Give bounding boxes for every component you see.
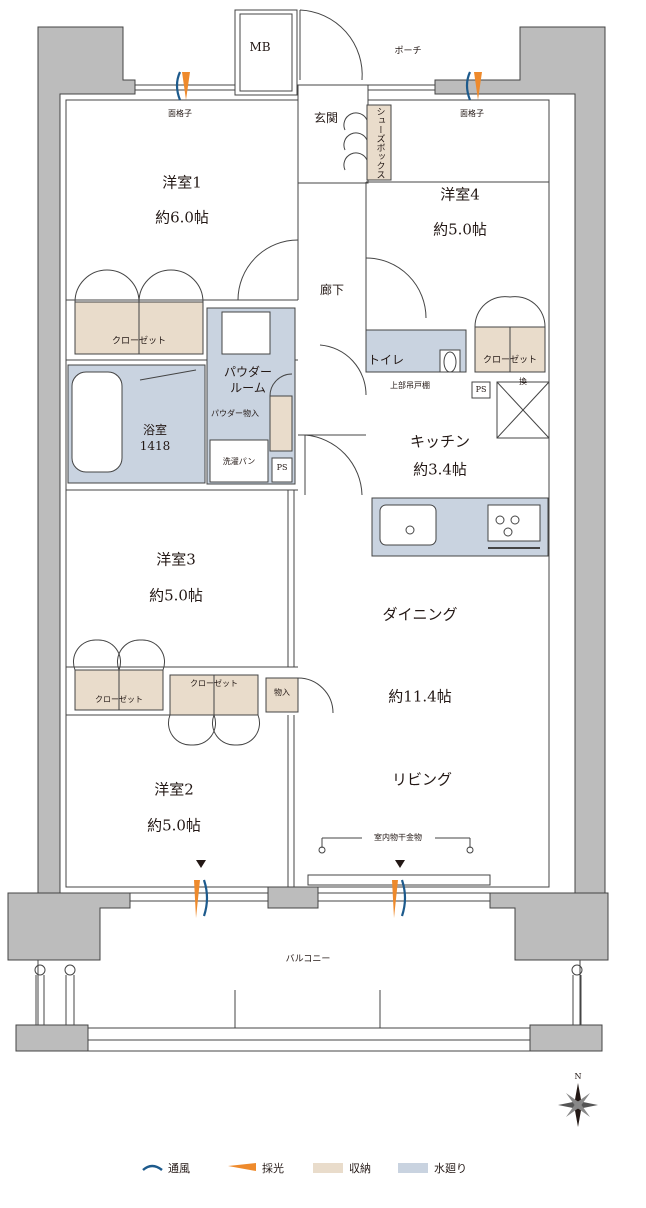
shoebox [366,104,392,181]
ps-box-1 [471,381,491,399]
ldk-storage-door [297,677,334,714]
mb-label: MB [249,40,271,54]
legend-storage-swatch [313,1163,343,1173]
powder-storage [269,395,293,452]
room3-closet-label: クローゼット [95,695,143,704]
toilet-label: トイレ [367,353,405,367]
hallway-label: 廊下 [319,283,345,297]
legend-water-swatch [398,1163,428,1173]
room2-size: 約5.0帖 [147,816,201,835]
bath-name: 浴室 [142,423,168,437]
kitchen-sink [379,504,437,546]
room4-name: 洋室4 [440,185,480,204]
drain-left-1 [34,964,46,976]
ventilation-shaft-label: 換 [519,377,527,386]
wall-block-right [489,892,609,961]
washer-pan [209,439,269,483]
ps-label-1: PS [475,385,487,394]
legend-daylight-label: 採光 [262,1162,284,1175]
drying-rack-label: 室内物干金物 [374,833,422,842]
balcony-rail [87,1027,531,1041]
drain-right [571,964,583,976]
ldk-door [304,434,363,496]
north-label: N [574,1072,582,1081]
upper-shelf-label: 上部吊戸棚 [390,381,430,390]
north-arrow [558,1083,598,1127]
arrow-marker-2 [395,860,405,868]
living-label: リビング [391,770,453,789]
ps-label-2: PS [276,463,288,472]
entrance-door [299,9,363,81]
entrance-floor [297,84,369,184]
ldk-size: 約11.4帖 [388,687,452,706]
entrance-label: 玄関 [313,111,339,125]
mb-box [234,9,298,96]
ldk-storage-label: 物入 [274,688,290,697]
shoebox-label: シューズボックス [374,107,385,179]
room1-size: 約6.0帖 [155,208,209,227]
room1-closet-label: クローゼット [111,336,167,347]
porch-label: ポーチ [394,46,422,57]
washer-pan-label: 洗濯パン [222,457,256,466]
room3-name: 洋室3 [156,550,196,569]
powder-name: パウダー [223,365,273,379]
room4-door [365,257,427,319]
legend-storage-label: 収納 [349,1162,371,1175]
room4-size: 約5.0帖 [433,220,487,239]
balcony-post-left [15,1024,89,1052]
wall-block-mid [267,884,319,909]
room1-name: 洋室1 [162,173,202,192]
ldk-storage [265,677,299,713]
bath-code: 1418 [139,439,171,453]
ps-box-2 [271,457,293,483]
room3-size: 約5.0帖 [149,586,203,605]
legend-swatches [142,1163,428,1173]
bottom-window-left [129,892,269,902]
cooktop [487,504,541,542]
powder-name2: ルーム [230,381,266,395]
lattice-label-right: 面格子 [460,109,484,118]
legend-daylight: 採光 [262,1160,284,1176]
window-sill-right [307,874,491,886]
legend-water: 水廻り [434,1160,467,1176]
kitchen-name: キッチン [409,432,471,451]
room2-closet-label: クローゼット [190,679,238,688]
legend-daylight-swatch [228,1163,256,1171]
outer-wall-right [434,26,606,894]
airflow-marks [175,71,482,918]
dining-label: ダイニング [382,605,458,624]
arrow-marker-1 [196,860,206,868]
room1-door [237,239,299,301]
balcony-post-right [529,1024,603,1052]
bathtub [71,371,123,473]
legend-water-label: 水廻り [434,1162,467,1175]
legend-ventilation-label: 通風 [168,1162,190,1175]
legend-storage: 収納 [349,1160,371,1176]
powder-storage-label: パウダー物入 [211,409,259,418]
legend-ventilation-swatch [142,1164,163,1172]
legend-ventilation: 通風 [168,1160,190,1176]
room2-name: 洋室2 [154,780,194,799]
balcony-label: バルコニー [285,954,331,965]
toilet-door [319,344,367,396]
wall-block-left [7,892,131,961]
lattice-label-left: 面格子 [168,109,192,118]
kitchen-size: 約3.4帖 [413,460,467,479]
interior-outline [65,99,550,888]
drain-left-2 [64,964,76,976]
room4-closet-label: クローゼット [482,355,538,366]
